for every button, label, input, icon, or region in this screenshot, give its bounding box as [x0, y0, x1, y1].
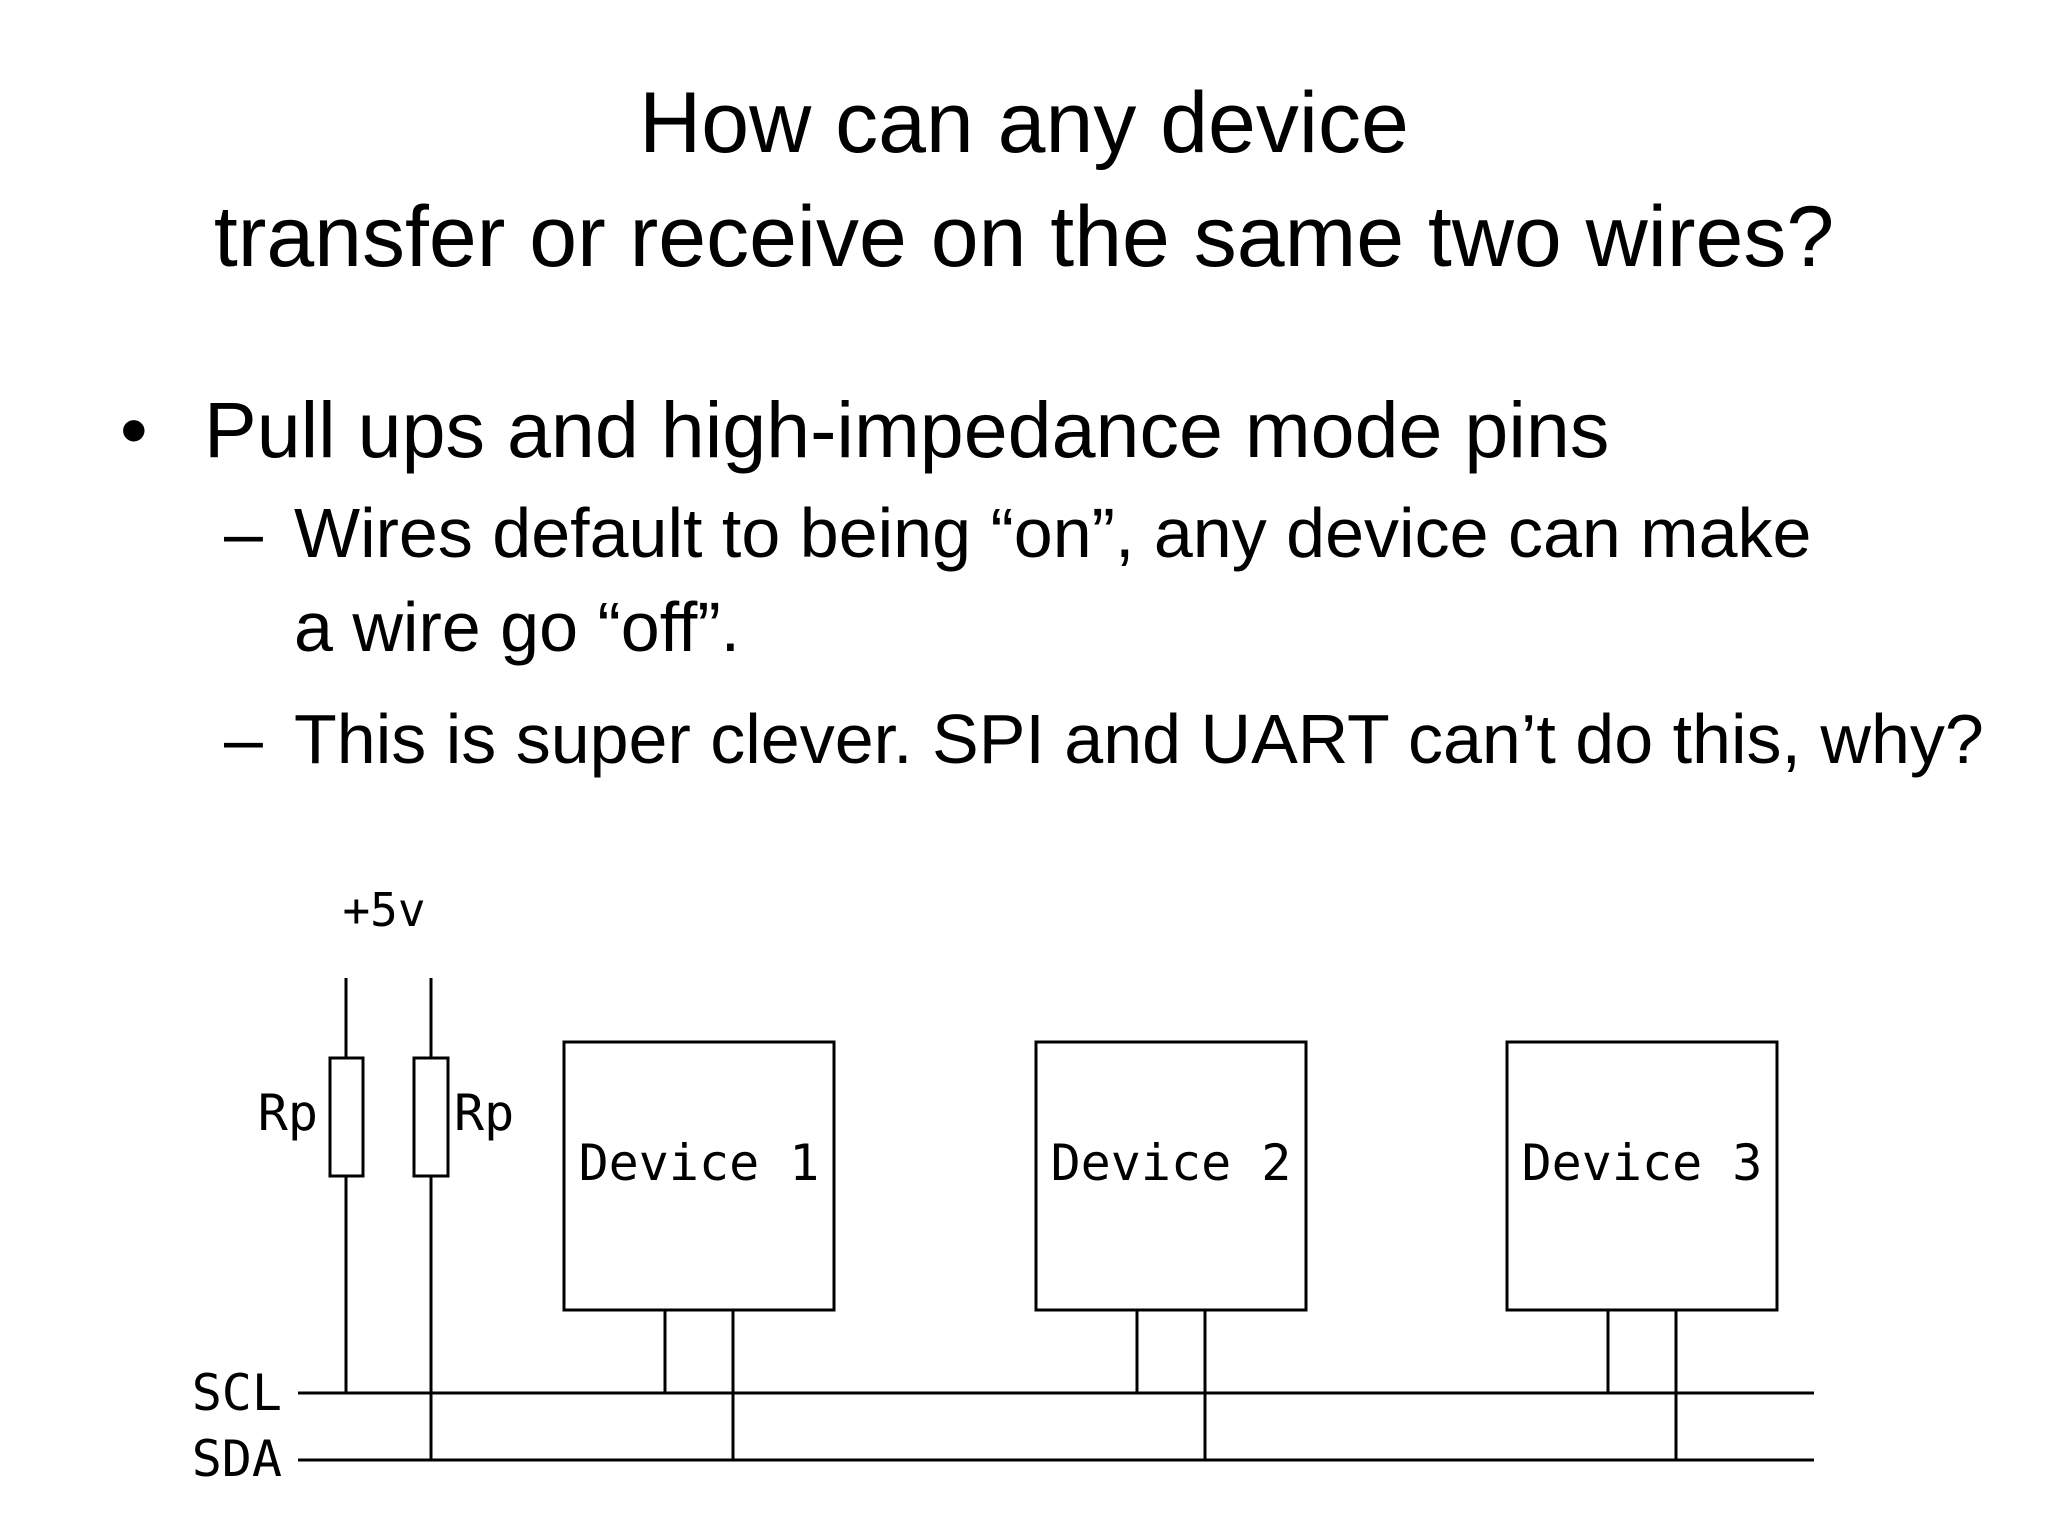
sub-bullet-item: – Wires default to being “on”, any devic… [120, 486, 1834, 674]
resistor-right [412, 1056, 450, 1178]
resistor-left-label: Rp [258, 1084, 318, 1142]
device-1-box [562, 1040, 836, 1312]
supply-label: +5v [342, 883, 425, 937]
device-3-box [1505, 1040, 1779, 1312]
slide-title: How can any device transfer or receive o… [0, 66, 2048, 294]
title-line-2: transfer or receive on the same two wire… [213, 189, 1835, 285]
sub-bullet-text: Wires default to being “on”, any device … [294, 494, 1812, 666]
sub-bullet-item: – This is super clever. SPI and UART can… [120, 692, 2048, 786]
device-2-box [1034, 1040, 1308, 1312]
scl-label: SCL [192, 1364, 282, 1422]
sub-bullet-dash: – [224, 494, 263, 572]
sub-bullet-text: This is super clever. SPI and UART can’t… [294, 700, 1984, 778]
resistor-right-label: Rp [454, 1084, 514, 1142]
sub-bullet-dash: – [224, 700, 263, 778]
device-1-label: Device 1 [579, 1134, 820, 1192]
bullet-dot: • [120, 385, 148, 474]
device-2-label: Device 2 [1051, 1134, 1292, 1192]
sda-label: SDA [192, 1430, 282, 1488]
bullet-item: • Pull ups and high-impedance mode pins [120, 380, 2020, 480]
resistor-left [328, 1056, 365, 1178]
bullet-list: • Pull ups and high-impedance mode pins … [120, 380, 2020, 786]
device-3-label: Device 3 [1522, 1134, 1763, 1192]
bullet-text: Pull ups and high-impedance mode pins [204, 385, 1610, 474]
title-line-1: How can any device [639, 75, 1409, 171]
